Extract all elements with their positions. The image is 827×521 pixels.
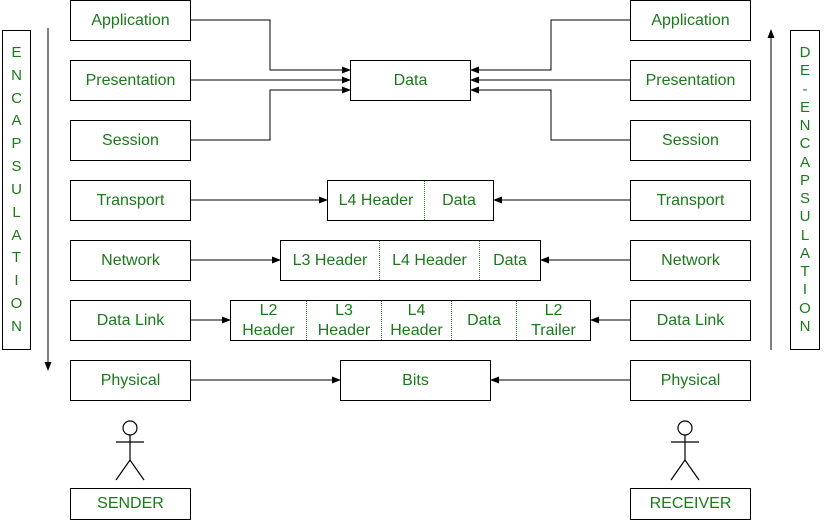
pdu-l4-header: L4 Header (379, 241, 479, 280)
de-encapsulation-label-letter: N (799, 117, 811, 135)
receiver-layer-session: Session (630, 120, 751, 161)
encapsulation-label-letter: N (11, 317, 22, 335)
encapsulation-label-letter: S (11, 158, 22, 176)
pdu-data: Data (350, 60, 471, 101)
receiver-layer-transport: Transport (630, 180, 751, 221)
de-encapsulation-label-letter: O (799, 299, 811, 317)
sender-layer-physical: Physical (70, 360, 191, 401)
de-encapsulation-label-letter: - (802, 80, 808, 98)
pdu-l4-header: L4 Header (338, 191, 414, 209)
de-encapsulation-label-letter: E (799, 98, 810, 116)
sender-layer-session: Session (70, 120, 191, 161)
receiver-layer-data-link: Data Link (630, 300, 751, 341)
de-encapsulation-label-letter: C (799, 135, 811, 153)
sender-layer-network: Network (70, 240, 191, 281)
de-encapsulation-label-letter: A (799, 244, 810, 262)
pdu-frame: L2 Header L3 Header L4 Header Data L2 Tr… (230, 300, 591, 341)
encapsulation-label-letter: O (10, 295, 23, 313)
pdu-bits: Bits (340, 360, 491, 401)
receiver-layer-presentation: Presentation (630, 60, 751, 101)
encapsulation-label-letter: T (11, 249, 22, 267)
de-encapsulation-label-letter: I (802, 281, 808, 299)
de-encapsulation-label-letter: A (799, 153, 810, 171)
pdu-l2-trailer-text: L2 Trailer (531, 301, 576, 339)
encapsulation-label-letter: U (11, 180, 22, 198)
encapsulation-label-letter: P (11, 135, 22, 153)
pdu-l2-header-text: L2 Header (242, 301, 295, 339)
connector-receiver-application-to-data (470, 19, 630, 74)
receiver-layer-physical: Physical (630, 360, 751, 401)
de-encapsulation-label-letter: D (799, 44, 811, 61)
encapsulation-label-letter: I (14, 272, 19, 290)
pdu-l2-trailer: L2 Trailer (516, 301, 590, 340)
pdu-l3-header: L3 Header (306, 301, 381, 340)
receiver-layer-network: Network (630, 240, 751, 281)
encapsulation-label-letter: A (11, 226, 22, 244)
pdu-data-field: Data (479, 241, 540, 280)
pdu-packet: L3 Header L4 Header Data (280, 240, 541, 281)
connector-session-to-data (191, 86, 351, 141)
connector-application-to-data (191, 19, 351, 74)
pdu-data-field: Data (424, 181, 493, 220)
pdu-data-text: Data (467, 311, 501, 329)
sender-label: SENDER (70, 488, 191, 520)
pdu-l2-header: L2 Header (231, 301, 306, 340)
sender-layer-transport: Transport (70, 180, 191, 221)
pdu-l4-header: L4 Header (381, 301, 451, 340)
pdu-data-field: Data (451, 301, 516, 340)
de-encapsulation-label-letter: U (799, 208, 811, 226)
de-encapsulation-label-letter: N (799, 317, 811, 335)
de-encapsulation-label-letter: S (799, 190, 810, 208)
encapsulation-label-letter: A (11, 112, 22, 130)
sender-layer-application: Application (70, 0, 191, 41)
receiver-person-icon (670, 420, 700, 481)
de-encapsulation-label-letter: P (799, 171, 810, 189)
receiver-layer-application: Application (630, 0, 751, 41)
connector-receiver-session-to-data (470, 86, 630, 141)
encapsulation-label-letter: E (11, 44, 22, 61)
encapsulation-label-letter: L (12, 203, 21, 221)
sender-layer-data-link: Data Link (70, 300, 191, 341)
pdu-l3-header: L3 Header (292, 251, 368, 269)
de-encapsulation-label-letter: T (800, 263, 810, 281)
de-encapsulation-label-letter: E (799, 62, 810, 80)
pdu-segment: L4 Header Data (327, 180, 494, 221)
pdu-l4-header-text: L4 Header (390, 301, 443, 339)
encapsulation-label-letter: N (11, 66, 22, 84)
pdu-l3-header-text: L3 Header (317, 301, 371, 339)
sender-layer-presentation: Presentation (70, 60, 191, 101)
de-encapsulation-label-letter: L (800, 226, 810, 244)
receiver-label: RECEIVER (630, 488, 751, 520)
sender-person-icon (115, 420, 145, 481)
encapsulation-label-letter: C (11, 89, 22, 107)
